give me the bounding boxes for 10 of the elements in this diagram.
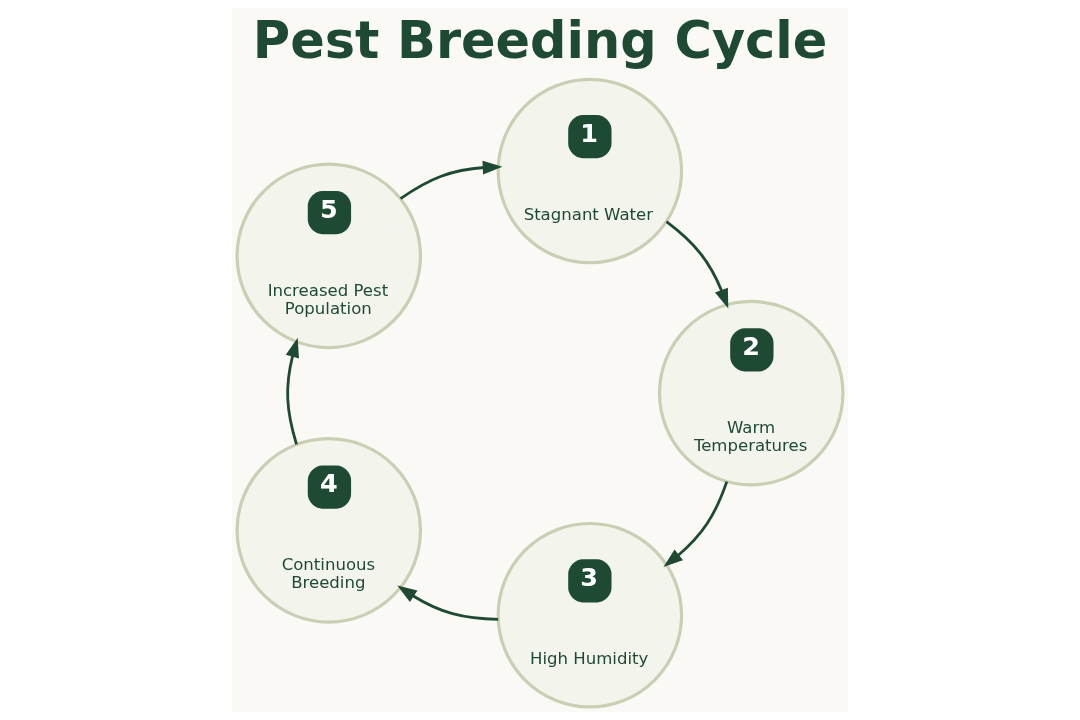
- arrow: [399, 160, 503, 200]
- node-circle: 2 Warm Temperatures: [657, 299, 845, 487]
- diagram-title: Pest Breeding Cycle: [252, 10, 828, 70]
- node-circle: 4 Continuous Breeding: [235, 437, 423, 624]
- node-circle: 5 Increased Pest Population: [235, 162, 423, 350]
- arrow: [663, 481, 729, 568]
- arrow: [285, 337, 299, 445]
- node-circle: 1 Stagnant Water: [496, 77, 684, 265]
- arrow: [665, 220, 729, 309]
- arrow: [397, 585, 499, 621]
